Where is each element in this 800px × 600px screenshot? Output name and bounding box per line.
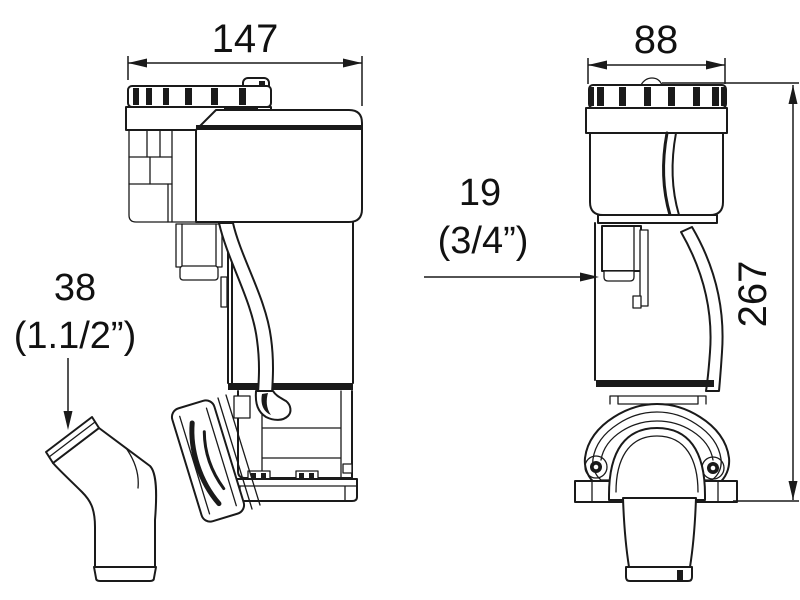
lower-casing [237,390,353,479]
body-step [597,214,718,224]
dim-267-label: 267 [731,261,775,328]
dim-88-label: 88 [634,18,679,62]
base-plate-side [227,470,358,502]
flange-bracket [609,395,707,405]
body-seam [662,131,672,217]
volute-dome [608,427,706,501]
cap-collar-front [585,107,728,134]
stub [175,223,223,268]
front-view [574,77,738,582]
cap-bump [640,77,663,86]
dim-width-front: 88 [587,18,726,84]
hose-elbow [254,390,292,421]
dim-19-label: 19 [459,172,501,214]
dimension-annotations: 147 88 267 38 (1.1/2”) 19 (3/4”) [14,17,799,502]
mounting-bracket [128,129,197,223]
casing-flange-band-front [596,380,714,387]
dim-width-side: 147 [127,17,363,106]
dim-19-inch-label: (3/4”) [438,220,529,262]
inlet-elbow [45,416,158,582]
dim-height: 267 [662,82,799,502]
callout-fitting-size: 19 (3/4”) [424,172,599,282]
dim-147-label: 147 [212,17,279,61]
motor-body-front [589,132,724,216]
ribbed-cap-front [588,84,727,109]
outlet-end [93,566,157,582]
clamp-flange-plate [170,399,246,523]
outlet-pipe-front [622,497,697,582]
discharge-hose-front [680,226,724,392]
small-fitting [601,225,649,309]
side-view [45,77,363,582]
dim-38-inch-label: (1.1/2”) [14,315,136,357]
callout-inlet-size: 38 (1.1/2”) [14,267,136,430]
flange-mating-lines [217,394,261,510]
casing-flange-band [228,383,353,390]
dim-38-label: 38 [54,267,96,309]
